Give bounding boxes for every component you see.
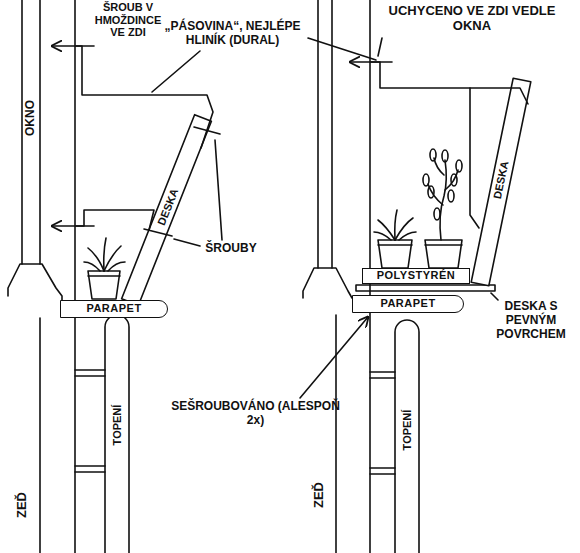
mount-note: UCHYCENO VE ZDI VEDLE OKNA xyxy=(374,4,570,34)
flower-pot xyxy=(448,190,454,202)
wall-label: ZEĎ xyxy=(312,482,327,508)
flower-pot xyxy=(451,174,457,186)
flower-pot xyxy=(88,271,120,299)
wall-line xyxy=(335,315,337,553)
screw-symbol xyxy=(194,127,220,134)
leader-line xyxy=(378,38,382,56)
wall-line xyxy=(74,0,76,553)
window-frame xyxy=(39,0,41,264)
heater-label: TOPENÍ xyxy=(111,405,124,446)
flower-pot xyxy=(428,184,443,205)
metal-strap xyxy=(76,46,213,230)
leader-line xyxy=(152,38,498,398)
heater xyxy=(105,315,129,553)
screw-symbol xyxy=(52,225,94,227)
flower-pot xyxy=(88,275,120,277)
metal-strap xyxy=(76,210,154,230)
board-note: DESKA S PEVNÝM POVRCHEM xyxy=(486,300,576,341)
window-sill: PARAPET xyxy=(60,300,168,318)
window-frame xyxy=(21,0,23,264)
flower-pot xyxy=(378,240,412,268)
flower-pot xyxy=(442,150,448,162)
flower-pot xyxy=(399,232,416,240)
metal-strap xyxy=(371,62,528,228)
flower-pot xyxy=(108,262,125,271)
window-frame xyxy=(331,0,333,268)
heater xyxy=(75,369,105,371)
heater xyxy=(370,473,395,475)
bolted-note: SEŠROUBOVÁNO (ALESPOŇ 2x) xyxy=(168,400,343,428)
heater xyxy=(75,471,105,473)
heater xyxy=(75,465,105,467)
window-label: OKNO xyxy=(24,100,38,136)
screw-symbol xyxy=(52,46,220,236)
window-frame xyxy=(8,264,62,300)
sill-label: PARAPET xyxy=(380,298,435,310)
sill-label: PARAPET xyxy=(86,303,141,315)
leader-line xyxy=(174,239,200,246)
wall-line xyxy=(40,0,75,553)
leader-line xyxy=(300,317,368,398)
window-sill: PARAPET xyxy=(352,295,464,313)
screw-symbol xyxy=(350,62,392,63)
flower-pot xyxy=(374,232,391,240)
screw-symbol xyxy=(52,45,94,47)
window-frame xyxy=(303,268,352,298)
leader-line xyxy=(491,293,498,300)
hard-board xyxy=(356,285,495,291)
heater xyxy=(370,377,395,379)
window-frame xyxy=(317,0,319,268)
flower-pot xyxy=(374,149,462,268)
slanted-board xyxy=(471,78,531,286)
flower-pot xyxy=(456,160,462,172)
flower-pot xyxy=(378,244,412,246)
flower-pot xyxy=(425,240,462,268)
flower-pot xyxy=(84,262,100,271)
wall-line xyxy=(39,318,41,553)
slanted-board xyxy=(471,78,531,286)
flower-pot xyxy=(423,174,429,186)
heater xyxy=(370,371,395,373)
heater xyxy=(370,467,395,469)
sill-label: POLYSTYRÉN xyxy=(377,270,456,282)
heater xyxy=(370,320,419,553)
polystyrene-block: POLYSTYRÉN xyxy=(362,268,470,284)
window-frame xyxy=(8,0,62,300)
flower-pot xyxy=(430,149,436,161)
flower-pot xyxy=(84,238,125,299)
heater xyxy=(75,375,105,377)
flower-pot xyxy=(428,186,434,198)
metal-strap xyxy=(76,46,213,148)
window-frame xyxy=(303,0,352,298)
leader-line xyxy=(215,140,222,240)
flower-pot xyxy=(425,244,462,246)
flower-pot xyxy=(445,170,458,190)
wall-label: ZEĎ xyxy=(15,492,30,518)
hard-board xyxy=(356,285,495,291)
screw-note: ŠROUB V HMOŽDINCE VE ZDI xyxy=(88,1,168,39)
material-note: „PÁSOVINA“, NEJLÉPE HLINÍK (DURAL) xyxy=(150,20,315,48)
metal-strap xyxy=(470,88,479,228)
screw-symbol xyxy=(144,229,172,236)
heater xyxy=(75,315,129,553)
heater-label: TOPENÍ xyxy=(401,410,414,451)
screws-label: ŠROUBY xyxy=(196,242,266,256)
heater xyxy=(395,320,419,553)
flower-pot xyxy=(395,210,397,240)
flower-pot xyxy=(434,208,440,220)
screw-symbol xyxy=(350,61,392,63)
metal-strap xyxy=(371,62,528,104)
leader-line xyxy=(152,51,200,92)
